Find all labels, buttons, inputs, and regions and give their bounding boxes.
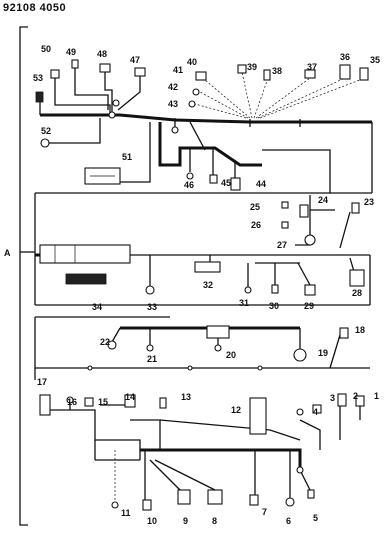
callout-11: 11	[121, 508, 131, 518]
callout-1: 1	[374, 391, 379, 401]
callout-30: 30	[269, 301, 279, 311]
upper-connectors	[35, 59, 369, 191]
callout-26: 26	[251, 220, 261, 230]
callout-49: 49	[66, 47, 76, 57]
callout-18: 18	[355, 325, 365, 335]
callout-19: 19	[318, 348, 328, 358]
callout-4: 4	[313, 407, 318, 417]
callout-47: 47	[130, 55, 140, 65]
callout-35: 35	[370, 55, 380, 65]
callout-6: 6	[286, 516, 291, 526]
callout-44: 44	[256, 179, 266, 189]
callout-10: 10	[147, 516, 157, 526]
callout-36: 36	[340, 52, 350, 62]
callout-43: 43	[168, 99, 178, 109]
callout-41: 41	[173, 65, 183, 75]
callout-39: 39	[247, 62, 257, 72]
callout-7: 7	[262, 507, 267, 517]
callout-9: 9	[183, 516, 188, 526]
callout-40: 40	[187, 57, 197, 67]
lower-middle-connectors	[87, 325, 349, 371]
callout-15: 15	[98, 397, 108, 407]
callout-29: 29	[304, 301, 314, 311]
callout-46: 46	[184, 180, 194, 190]
callout-23: 23	[364, 197, 374, 207]
callout-48: 48	[97, 49, 107, 59]
callout-45: 45	[221, 178, 231, 188]
callout-27: 27	[277, 240, 287, 250]
left-bracket	[19, 26, 35, 526]
callout-3: 3	[330, 393, 335, 403]
callout-38: 38	[272, 66, 282, 76]
callout-14: 14	[125, 392, 135, 402]
callout-32: 32	[203, 280, 213, 290]
callout-51: 51	[122, 152, 132, 162]
callout-22: 22	[100, 337, 110, 347]
callout-34: 34	[92, 302, 102, 312]
callout-2: 2	[353, 391, 358, 401]
callout-24: 24	[318, 195, 328, 205]
callout-42: 42	[168, 82, 178, 92]
callout-53: 53	[33, 73, 43, 83]
callout-25: 25	[250, 202, 260, 212]
callout-28: 28	[352, 288, 362, 298]
callout-8: 8	[212, 516, 217, 526]
upper-harness-section	[35, 65, 373, 194]
bottom-harness-section	[45, 400, 361, 505]
callout-20: 20	[226, 350, 236, 360]
side-label: A	[4, 248, 11, 258]
callout-17: 17	[37, 377, 47, 387]
callout-13: 13	[181, 392, 191, 402]
callout-12: 12	[231, 405, 241, 415]
middle-connectors	[39, 201, 365, 296]
callout-16: 16	[67, 397, 77, 407]
callout-52: 52	[41, 126, 51, 136]
callout-labels: 1 2 3 4 5 6 7 8 9 10 11 12 13 14 15 16 1…	[33, 44, 380, 526]
callout-37: 37	[307, 62, 317, 72]
bottom-connectors	[39, 393, 365, 511]
callout-50: 50	[41, 44, 51, 54]
callout-21: 21	[147, 354, 157, 364]
callout-33: 33	[147, 302, 157, 312]
callout-31: 31	[239, 298, 249, 308]
diagram-code: 92108 4050	[3, 2, 67, 14]
callout-5: 5	[313, 513, 318, 523]
